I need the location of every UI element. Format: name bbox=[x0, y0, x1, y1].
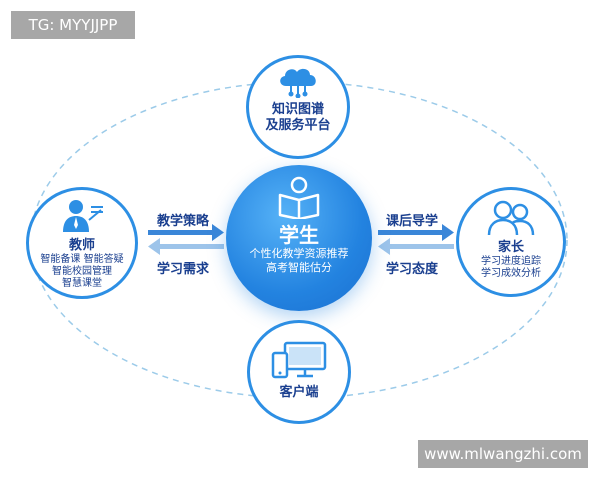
student-title: 学生 bbox=[279, 223, 319, 247]
teacher-line3: 智慧课堂 bbox=[62, 278, 102, 289]
parent-node: 家长 学习进度追踪 学习成效分析 bbox=[456, 187, 566, 297]
watermark-top: TG: MYYJJPP bbox=[11, 11, 135, 39]
knowledge-graph-line1: 知识图谱 bbox=[271, 102, 324, 117]
left-upper-label: 教学策略 bbox=[157, 214, 210, 229]
knowledge-graph-line2: 及服务平台 bbox=[265, 118, 331, 133]
right-upper-label: 课后导学 bbox=[386, 214, 439, 229]
student-line1: 个性化教学资源推荐 bbox=[249, 247, 349, 260]
parent-title: 家长 bbox=[497, 240, 524, 255]
teacher-title: 教师 bbox=[68, 238, 95, 253]
watermark-bottom: www.mlwangzhi.com bbox=[418, 440, 588, 468]
client-title: 客户端 bbox=[279, 385, 319, 400]
student-node: 学生 个性化教学资源推荐 高考智能估分 bbox=[226, 165, 372, 311]
left-lower-label: 学习需求 bbox=[157, 262, 210, 277]
parent-line1: 学习进度追踪 bbox=[481, 256, 541, 267]
client-node: 客户端 bbox=[247, 320, 351, 424]
right-arrow-left bbox=[378, 238, 454, 255]
knowledge-graph-node: 知识图谱 及服务平台 bbox=[246, 55, 350, 159]
cloud-network-icon bbox=[280, 68, 316, 99]
teacher-line2: 智能校园管理 bbox=[52, 266, 112, 277]
right-arrow-right bbox=[378, 224, 454, 241]
devices-icon bbox=[271, 341, 327, 379]
teacher-line1: 智能备课 智能答疑 bbox=[40, 254, 124, 265]
dashed-ring bbox=[30, 81, 568, 399]
left-arrow-right bbox=[148, 224, 224, 241]
student-line2: 高考智能估分 bbox=[266, 261, 332, 274]
student-reading-icon bbox=[278, 176, 320, 221]
right-lower-label: 学习态度 bbox=[386, 262, 439, 277]
teacher-node: 教师 智能备课 智能答疑 智能校园管理 智慧课堂 bbox=[26, 187, 138, 299]
teacher-icon bbox=[63, 200, 103, 232]
left-arrow-left bbox=[148, 238, 224, 255]
parent-line2: 学习成效分析 bbox=[481, 268, 541, 279]
parents-icon bbox=[487, 200, 535, 236]
